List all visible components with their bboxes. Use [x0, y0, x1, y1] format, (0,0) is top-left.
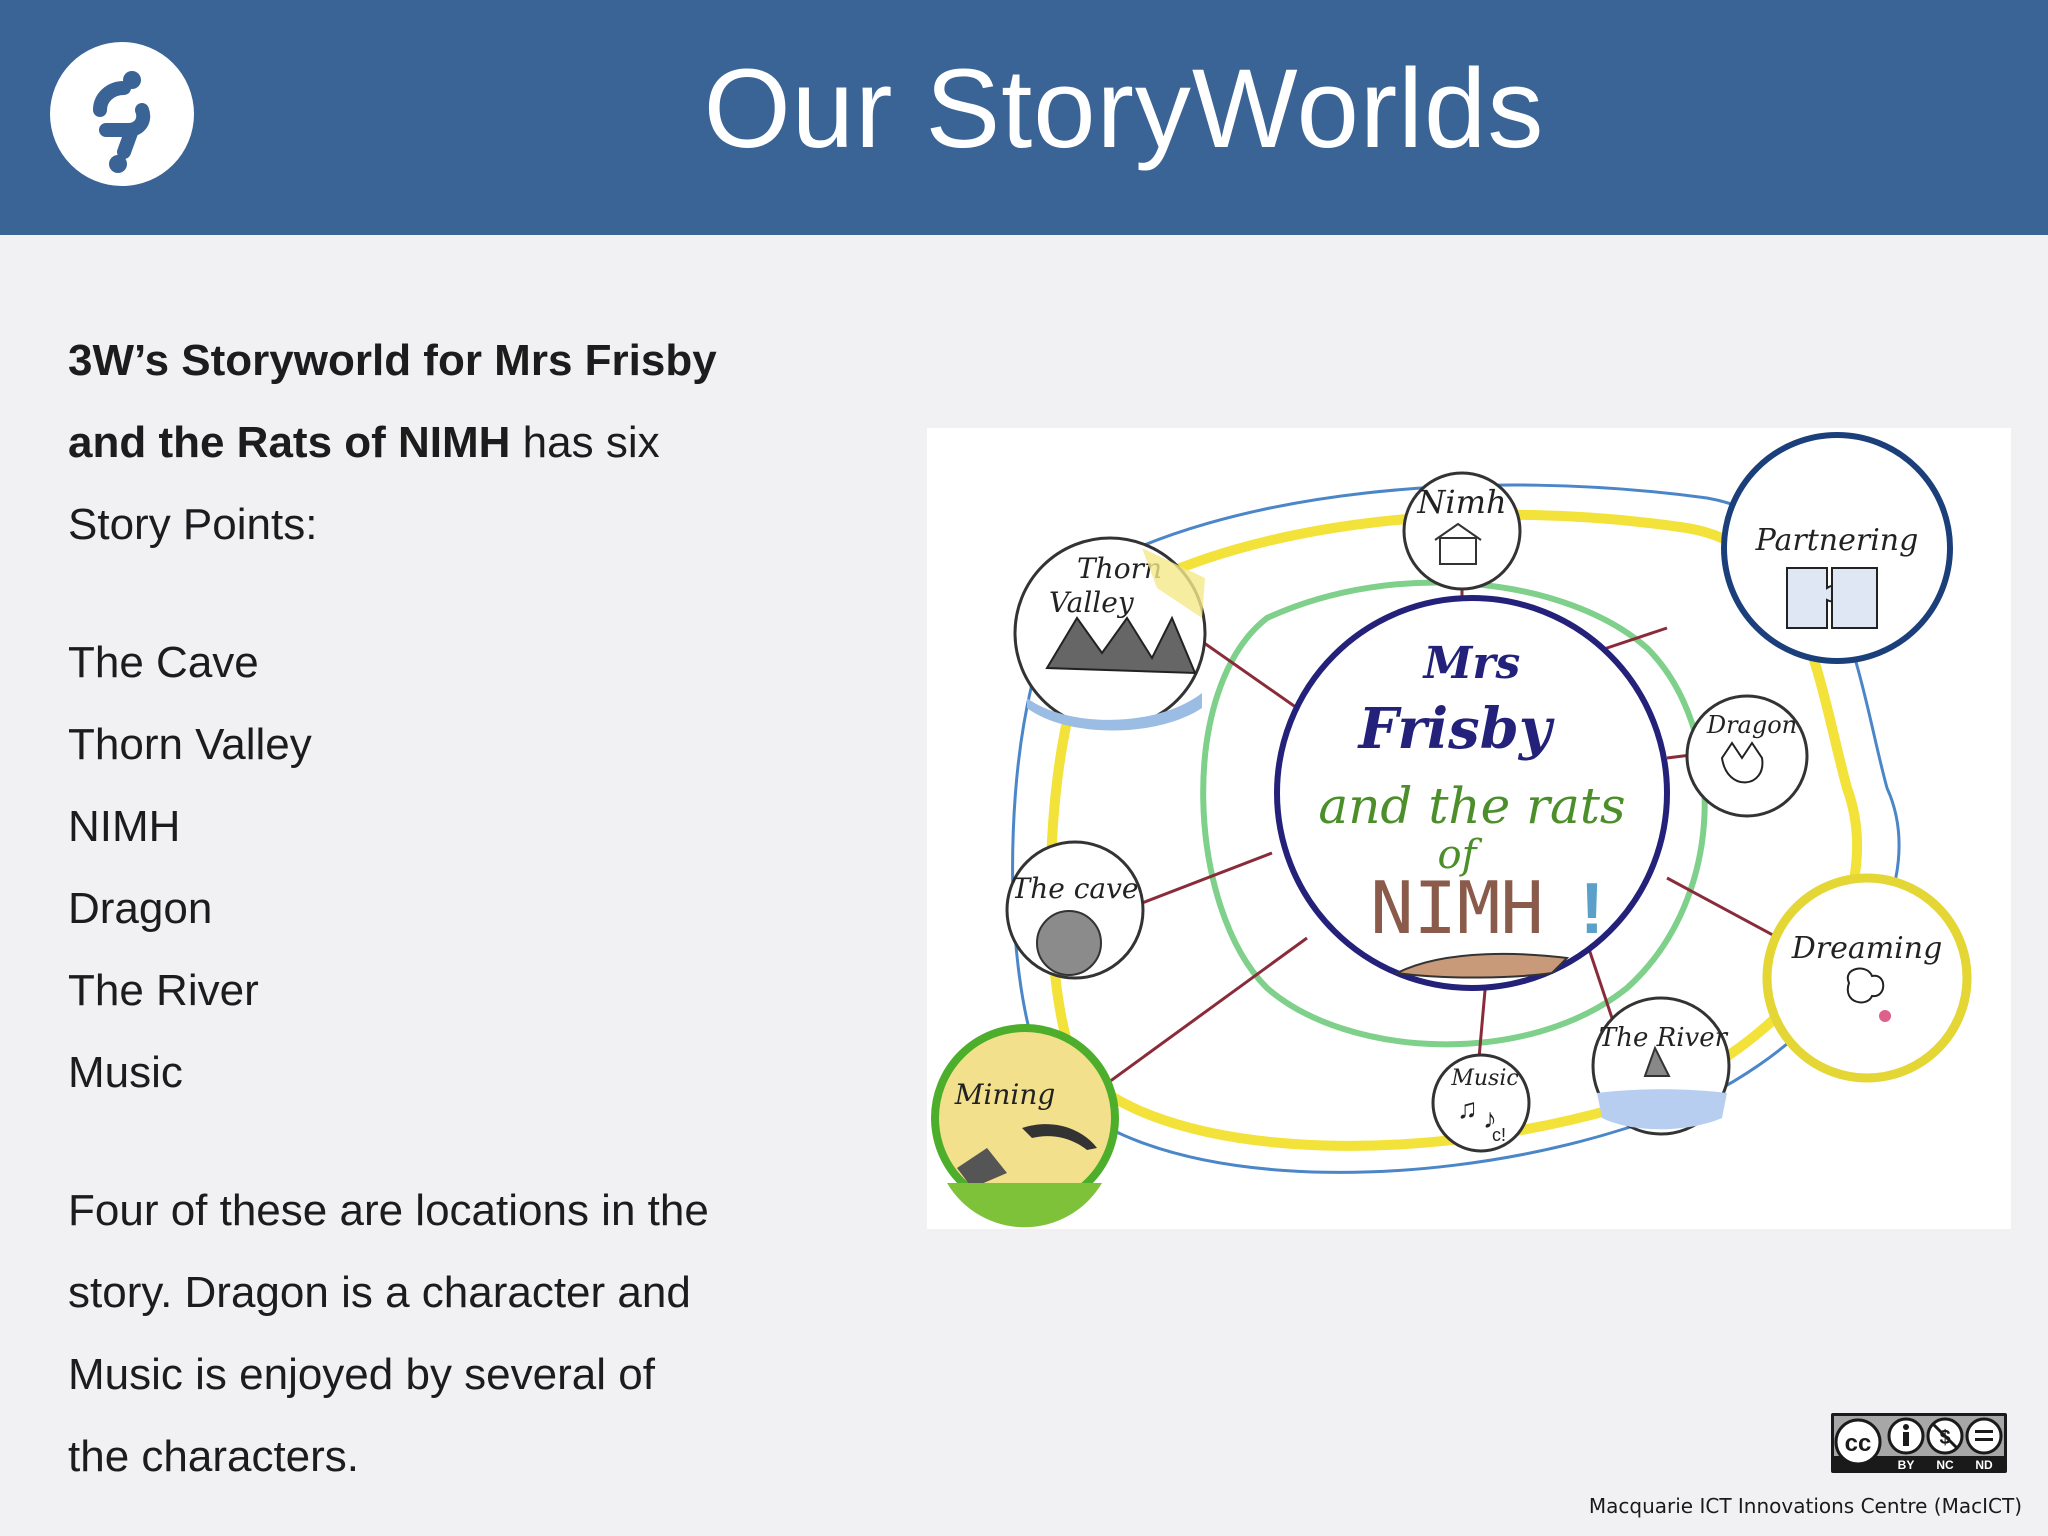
story-point-item: Music [68, 1048, 183, 1097]
header-bar: Our StoryWorlds [0, 0, 2048, 235]
center-title-4: of [1438, 832, 1483, 878]
nc-label: NC [1936, 1458, 1954, 1472]
node-thorn-valley-label-2: Valley [1049, 586, 1135, 619]
center-exclaim: ! [1580, 869, 1604, 949]
node-music-label: Music [1450, 1066, 1518, 1091]
story-point-item: Thorn Valley [68, 720, 312, 769]
page-title: Our StoryWorlds [703, 46, 1545, 171]
center-title-5: NIMH [1370, 866, 1543, 950]
footer-credit: Macquarie ICT Innovations Centre (MacICT… [1588, 1494, 2022, 1518]
intro-line-3: Story Points: [68, 500, 318, 549]
story-point-item: NIMH [68, 802, 181, 851]
node-music-note: c! [1492, 1125, 1506, 1145]
node-dreaming-label: Dreaming [1791, 931, 1943, 966]
center-title-3: and the rats [1318, 777, 1625, 835]
node-the-river-label: The River [1599, 1023, 1729, 1053]
nd-icon [1975, 1430, 1993, 1433]
story-point-item: The Cave [68, 638, 259, 687]
macict-logo-icon [50, 42, 194, 186]
summary-line-1: Four of these are locations in the [68, 1186, 709, 1235]
story-point-item: The River [68, 966, 259, 1015]
intro-line-2: and the Rats of NIMH has six [68, 418, 660, 467]
node-mining-label: Mining [954, 1078, 1056, 1111]
node-nimh-label: Nimh [1416, 483, 1506, 521]
by-icon [1903, 1432, 1909, 1446]
storyworld-drawing-svg: Mrs Frisby and the rats of NIMH ! Nimh T… [931, 432, 1972, 1228]
node-dragon-label: Dragon [1706, 711, 1797, 739]
summary-line-3: Music is enjoyed by several of [68, 1350, 655, 1399]
by-label: BY [1898, 1458, 1915, 1472]
cc-license-badge[interactable]: cc $ BY NC ND [1830, 1412, 2008, 1474]
story-point-item: Dragon [68, 884, 213, 933]
node-partnering-label: Partnering [1755, 523, 1919, 558]
svg-text:♫: ♫ [1457, 1093, 1478, 1124]
cc-icon: cc [1845, 1430, 1872, 1457]
intro-line-1: 3W’s Storyworld for Mrs Frisby [68, 336, 717, 385]
summary-line-4: the characters. [68, 1432, 360, 1481]
text-column: 3W’s Storyworld for Mrs Frisby and the R… [68, 320, 868, 1498]
storyworld-drawing: Mrs Frisby and the rats of NIMH ! Nimh T… [927, 428, 2011, 1229]
center-title-1: Mrs [1422, 638, 1521, 689]
center-title-2: Frisby [1357, 696, 1555, 762]
summary-line-2: story. Dragon is a character and [68, 1268, 691, 1317]
nc-icon [1931, 1422, 1959, 1450]
svg-text:♪: ♪ [1483, 1103, 1497, 1134]
node-the-cave-label: The cave [1012, 872, 1139, 905]
nd-label: ND [1975, 1458, 1993, 1472]
